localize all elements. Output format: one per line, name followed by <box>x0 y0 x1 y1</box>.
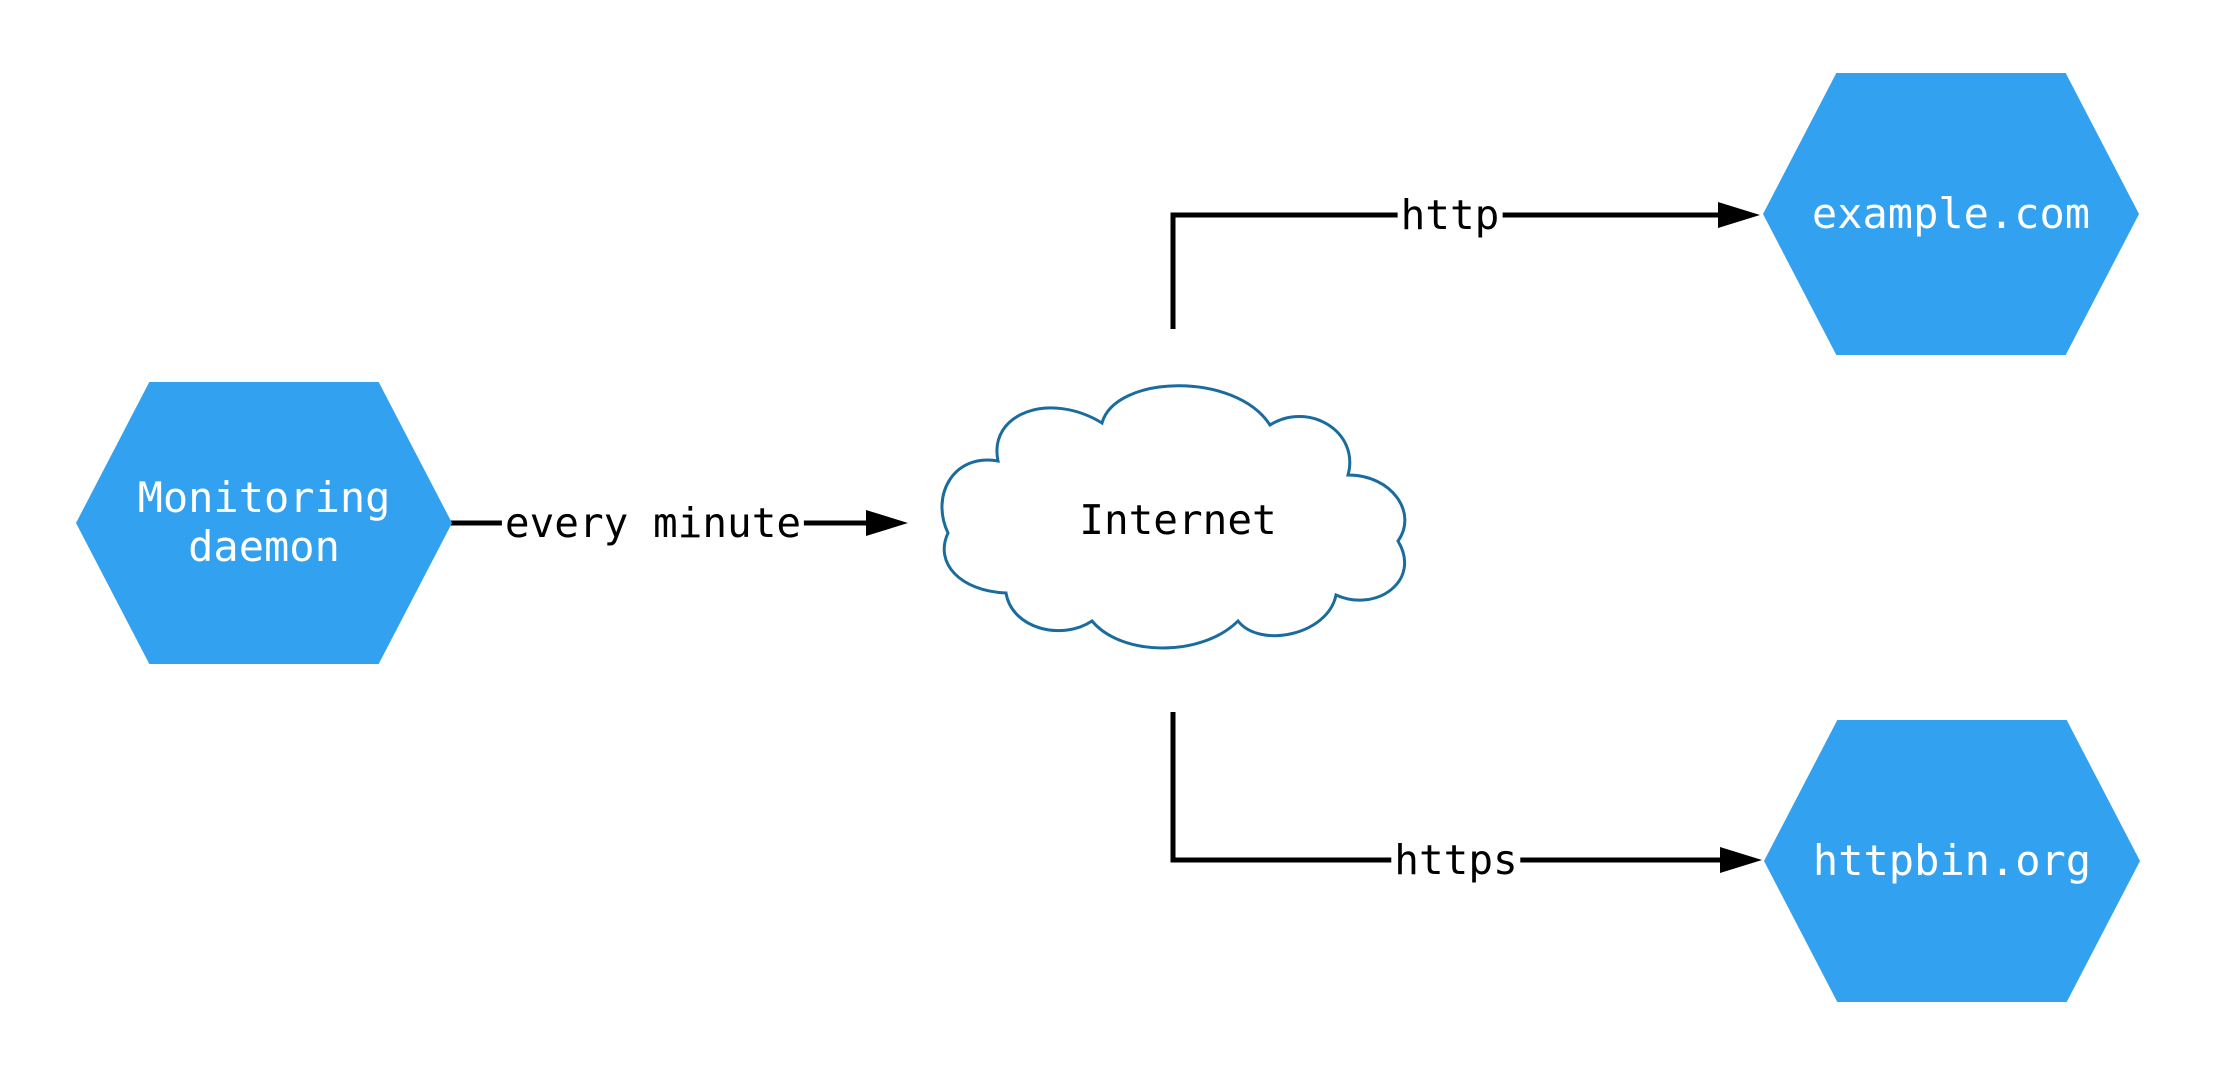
node-example-com: example.com <box>1763 73 2139 355</box>
node-monitoring-daemon: Monitoring daemon <box>76 382 452 664</box>
edge-https <box>1170 712 1762 873</box>
node-label-line: Monitoring <box>137 473 391 523</box>
edge-label-http: http <box>1397 191 1503 239</box>
node-example-com-label: example.com <box>1811 188 2091 238</box>
arrowhead-icon <box>1720 847 1762 873</box>
edge-line-http <box>1170 212 1720 329</box>
node-httpbin-org: httpbin.org <box>1764 720 2140 1002</box>
node-monitoring-daemon-label: Monitoring daemon <box>138 474 391 571</box>
cloud-shape <box>940 384 1407 650</box>
edge-line-https <box>1170 712 1722 863</box>
edge-label-https: https <box>1391 836 1521 884</box>
edge-http <box>1170 202 1760 329</box>
arrowhead-icon <box>866 510 908 536</box>
node-internet-label: Internet <box>1079 496 1277 544</box>
node-internet <box>940 384 1407 650</box>
node-label-line: daemon <box>188 522 340 571</box>
edge-label-every-minute: every minute <box>501 499 805 547</box>
node-httpbin-org-label: httpbin.org <box>1812 835 2092 885</box>
arrowhead-icon <box>1718 202 1760 228</box>
